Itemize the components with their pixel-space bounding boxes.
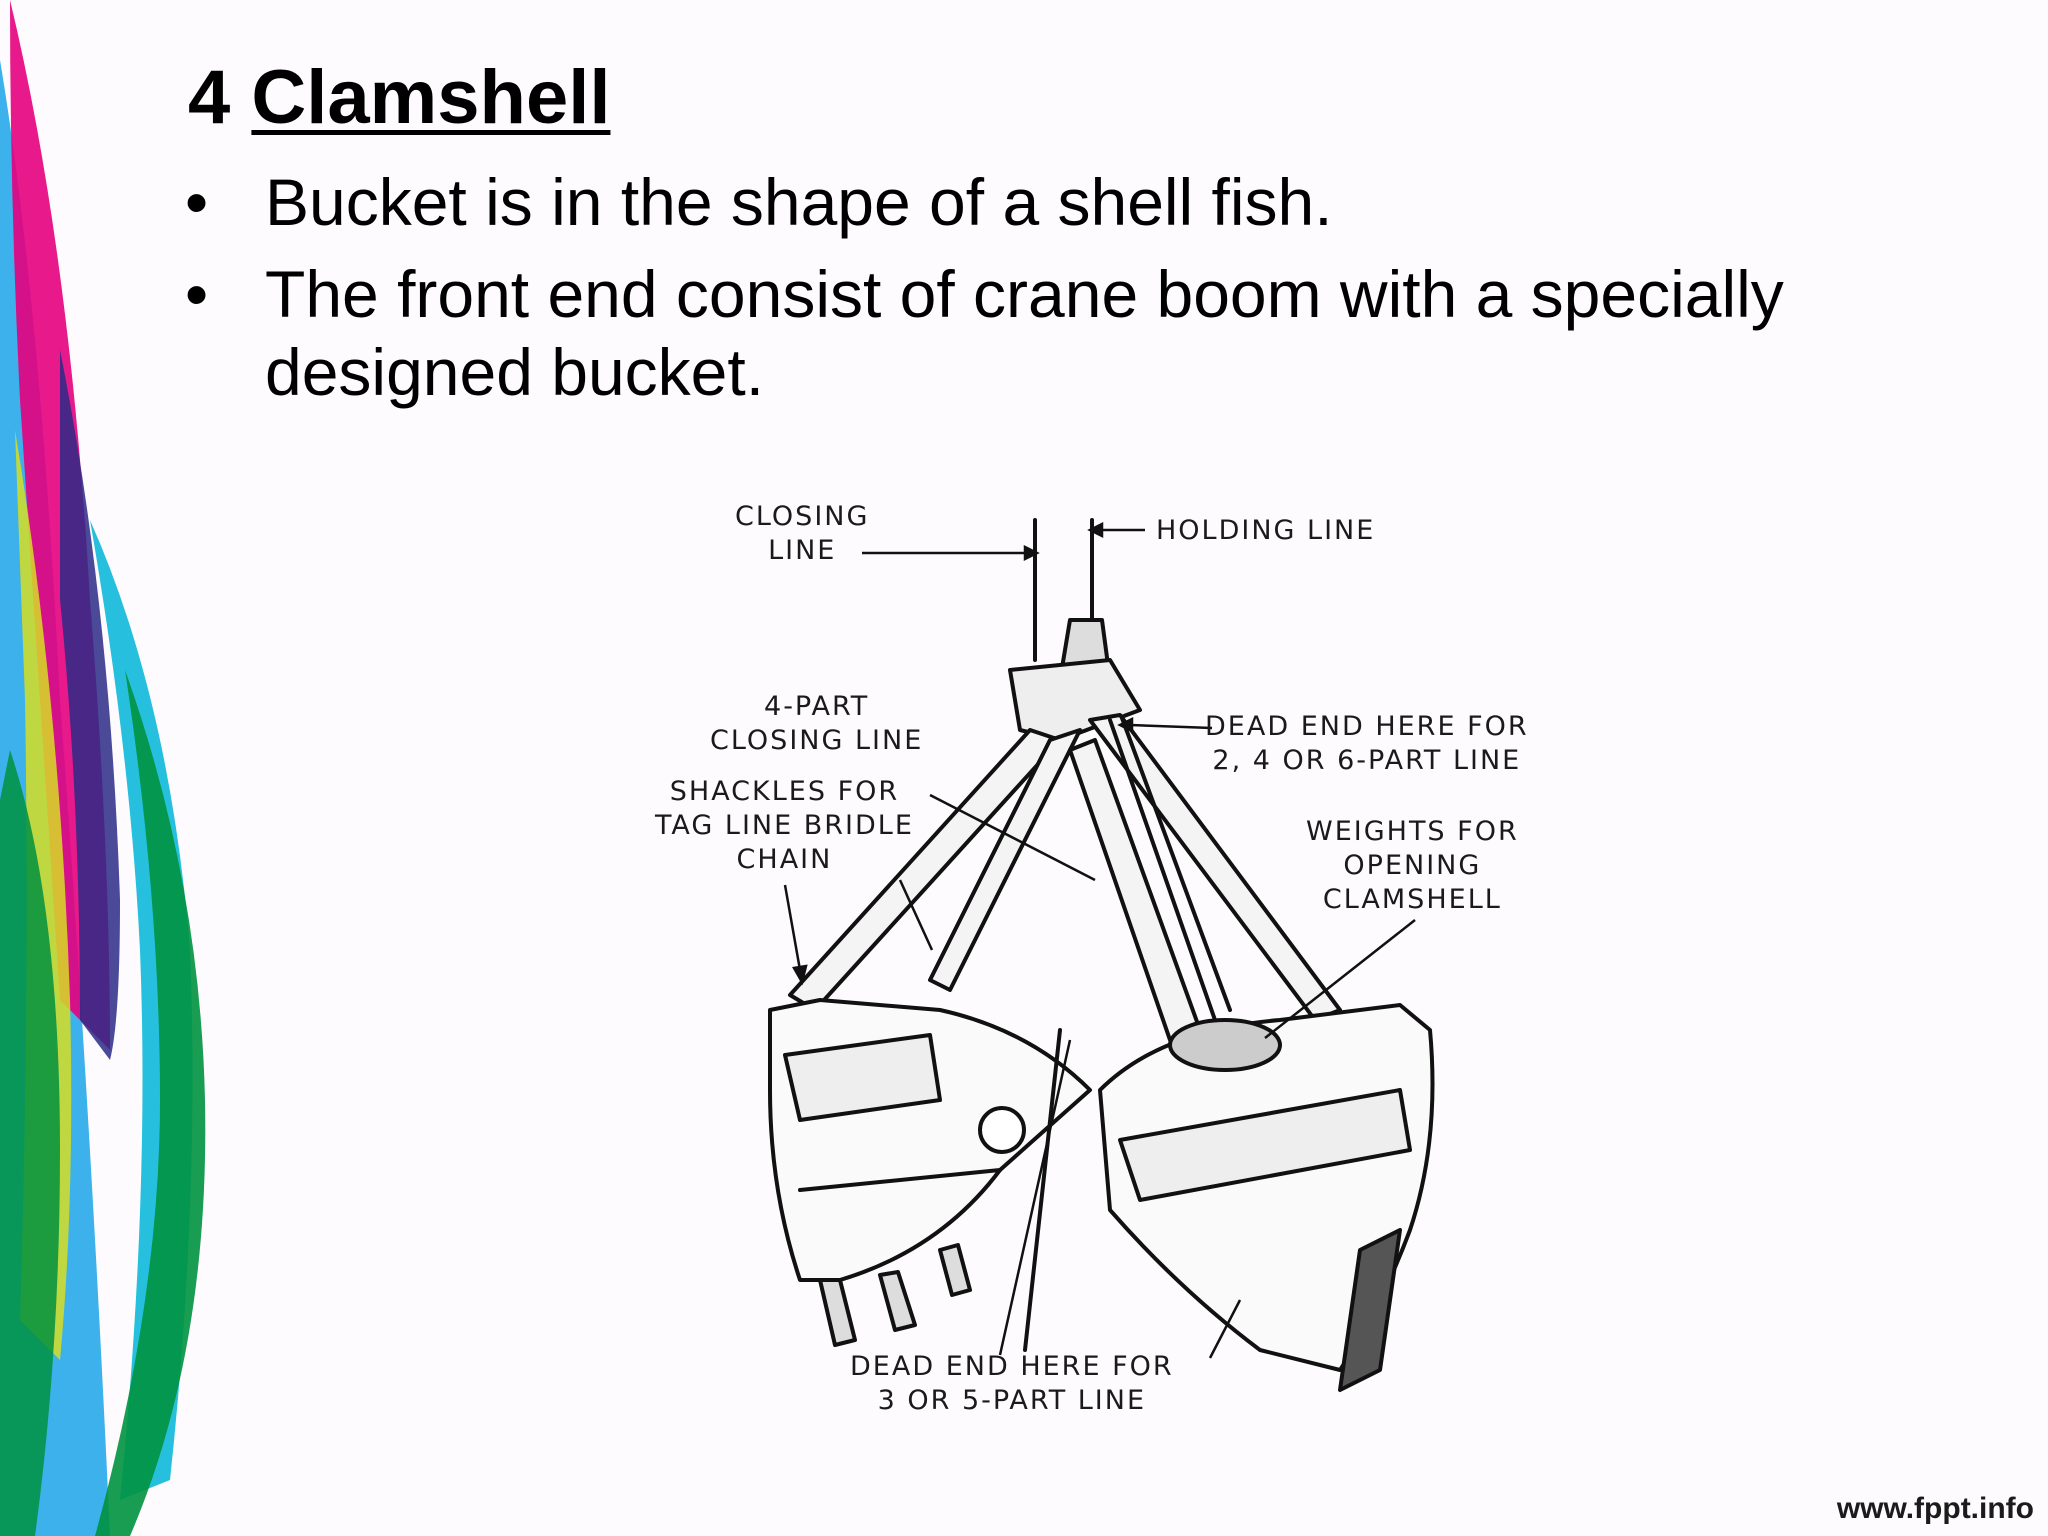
bullet-dot: • [185, 165, 209, 239]
weights-block [1168, 1018, 1282, 1072]
label-dead-end-bottom: DEAD END HERE FOR 3 OR 5-PART LINE [850, 1351, 1174, 1416]
label-holding-line: HOLDING LINE [1156, 515, 1376, 546]
center-arm [928, 728, 1082, 992]
dead-end-rope [1023, 1028, 1062, 1352]
ribbon-green-left [0, 750, 60, 1536]
right-bucket-plate [1338, 1228, 1402, 1392]
slide-title: 4 Clamshell [188, 56, 610, 140]
right-bucket-face [1118, 1088, 1412, 1202]
callout-leaders [783, 521, 1416, 1359]
label-weights: WEIGHTS FOR OPENING CLAMSHELL [1306, 816, 1519, 915]
bullet-list: • Bucket is in the shape of a shell fish.… [185, 163, 1885, 425]
label-four-part-closing-line: 4-PART CLOSING LINE [710, 691, 924, 756]
label-shackles: SHACKLES FOR TAG LINE BRIDLE CHAIN [655, 776, 914, 875]
right-arm [1088, 713, 1342, 1022]
bullet-item: • Bucket is in the shape of a shell fish. [185, 163, 1885, 241]
closing-rope-2 [1120, 716, 1232, 1012]
bullet-text: Bucket is in the shape of a shell fish. [265, 165, 1333, 239]
clamshell-drawing [768, 518, 1435, 1392]
bullet-text: The front end consist of crane boom with… [265, 257, 1784, 409]
tooth-1 [818, 1278, 857, 1347]
label-dead-end-top: DEAD END HERE FOR 2, 4 OR 6-PART LINE [1205, 711, 1529, 776]
ribbon-navy [60, 350, 120, 1060]
bullet-dot: • [185, 257, 209, 331]
footer-url: www.fppt.info [1836, 1492, 2034, 1525]
left-bucket-face [783, 1033, 942, 1122]
decorative-ribbons [0, 0, 206, 1536]
left-bucket-seam [798, 1168, 1002, 1192]
ribbon-green-right [95, 670, 206, 1536]
bullet-item: • The front end consist of crane boom wit… [185, 255, 1885, 411]
label-closing-line: CLOSING LINE [735, 501, 870, 566]
hinge [978, 1106, 1026, 1154]
tooth-3 [938, 1243, 972, 1297]
clamshell-diagram: CLOSING LINE HOLDING LINE 4-PART CLOSING… [640, 490, 1570, 1430]
closing-rope-1 [1108, 718, 1217, 1022]
title-text: Clamshell [251, 55, 611, 140]
title-number: 4 [188, 55, 231, 140]
tooth-2 [878, 1270, 917, 1332]
